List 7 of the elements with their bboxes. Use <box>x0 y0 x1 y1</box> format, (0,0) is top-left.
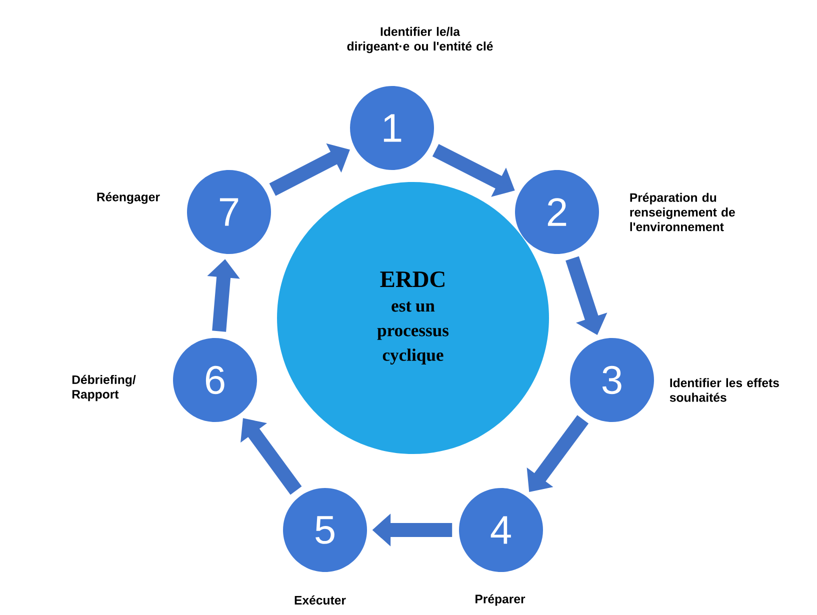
step-label: Exécuter <box>294 595 346 605</box>
step-label: Réengager <box>97 192 160 204</box>
step-label: Identifier le/la dirigeant·e ou l'entité clé <box>347 26 493 54</box>
step-label: Préparer <box>476 594 526 606</box>
step-label: Identifier les effets souhaités <box>670 378 779 402</box>
step-label: Débriefing/ Rapport <box>72 374 136 402</box>
step-label: Préparation du renseignement de l'environnement <box>630 192 735 232</box>
